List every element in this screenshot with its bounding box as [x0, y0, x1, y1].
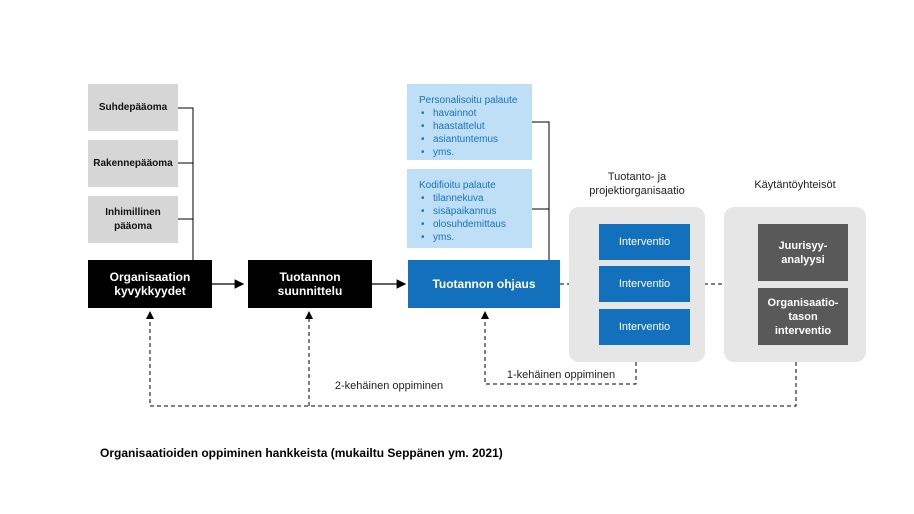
feedback-bracket	[532, 121, 550, 260]
codified-feedback-box: Kodifioitu palaute tilannekuva sisäpaika…	[407, 169, 532, 248]
control-box: Tuotannon ohjaus	[408, 260, 560, 308]
codified-feedback-list: tilannekuva sisäpaikannus olosuhdemittau…	[419, 192, 522, 244]
list-item: sisäpaikannus	[419, 205, 522, 218]
figure-caption: Organisaatioiden oppiminen hankkeista (m…	[100, 446, 503, 460]
intervention-box-3: Interventio	[599, 309, 690, 345]
list-item: asiantuntemus	[419, 133, 522, 146]
org-level-intervention-box: Organisaatio-tason interventio	[758, 288, 848, 345]
capital-bracket	[178, 107, 194, 260]
intervention-box-1: Interventio	[599, 224, 690, 260]
list-item: havainnot	[419, 107, 522, 120]
list-item: haastattelut	[419, 120, 522, 133]
capital-box-relational: Suhdepääoma	[88, 84, 178, 131]
list-item: yms.	[419, 231, 522, 244]
single-loop-learning-label: 1-kehäinen oppiminen	[506, 369, 616, 381]
codified-feedback-title: Kodifioitu palaute	[419, 180, 496, 191]
list-item: tilannekuva	[419, 192, 522, 205]
double-loop-learning-label: 2-kehäinen oppiminen	[334, 380, 444, 392]
list-item: yms.	[419, 146, 522, 159]
capital-box-structural: Rakennepääoma	[88, 140, 178, 187]
practice-communities-title: Käytäntöyhteisöt	[754, 179, 836, 191]
planning-box: Tuotannon suunnittelu	[248, 260, 372, 308]
capital-box-human: Inhimillinen pääoma	[88, 196, 178, 243]
personalized-feedback-list: havainnot haastattelut asiantuntemus yms…	[419, 107, 522, 159]
capabilities-box: Organisaation kyvykkyydet	[88, 260, 212, 308]
root-cause-analysis-box: Juurisyy-analyysi	[758, 224, 848, 281]
intervention-box-2: Interventio	[599, 266, 690, 302]
personalized-feedback-box: Personalisoitu palaute havainnot haastat…	[407, 84, 532, 160]
production-org-title: Tuotanto- ja projektiorganisaatio	[589, 171, 685, 197]
list-item: olosuhdemittaus	[419, 218, 522, 231]
personalized-feedback-title: Personalisoitu palaute	[419, 95, 518, 106]
